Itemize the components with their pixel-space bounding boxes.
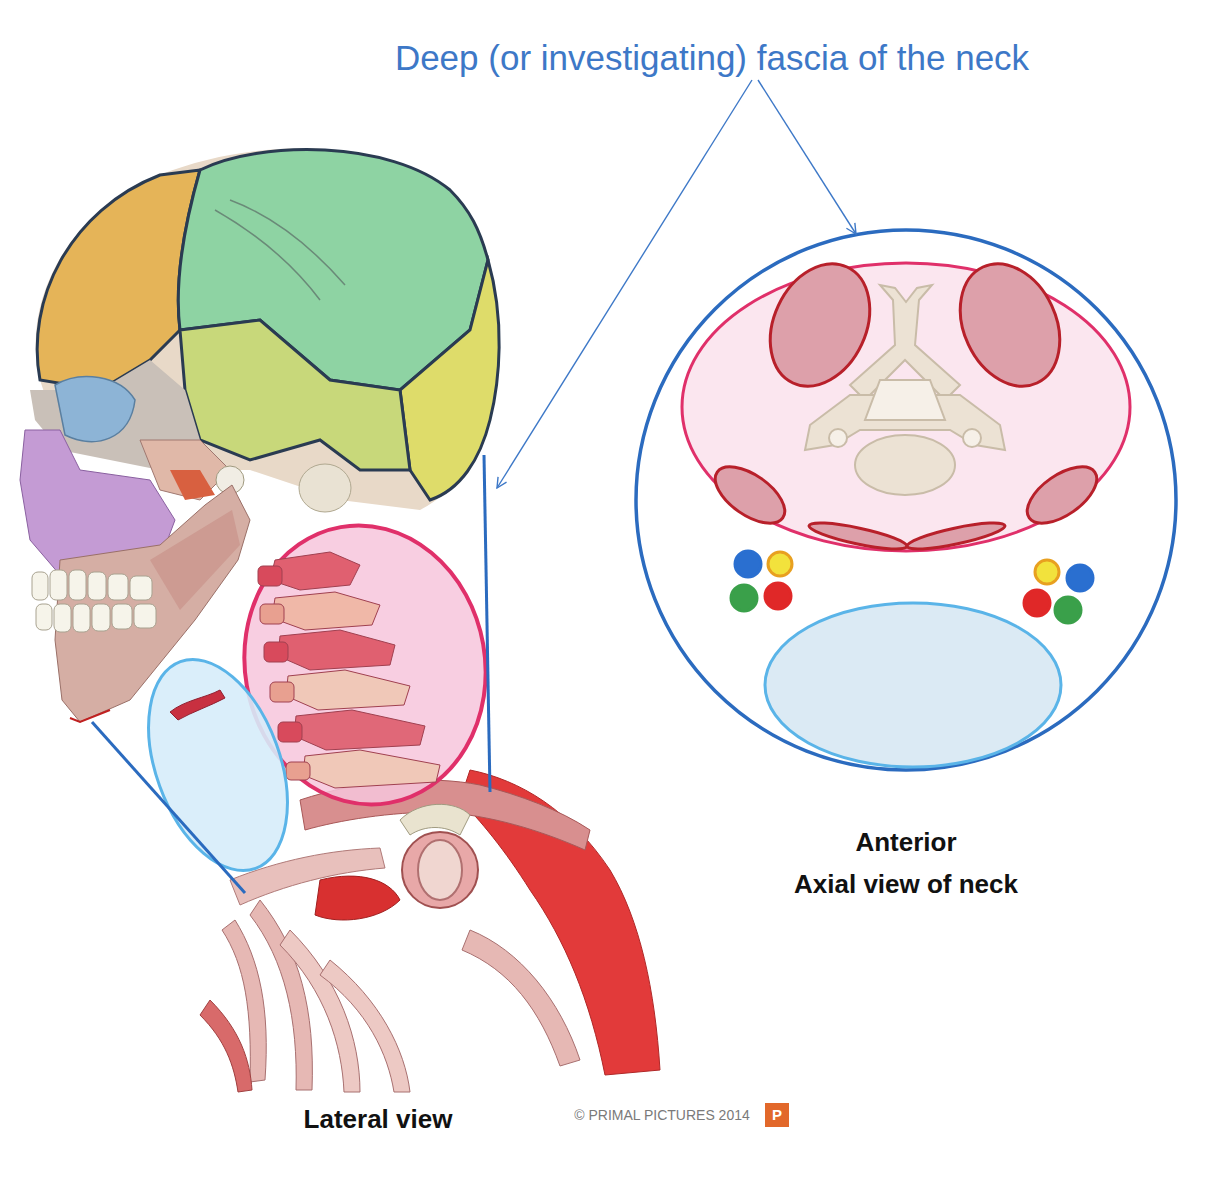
investing-fascia-lines-part	[92, 722, 245, 893]
neck-muscles-part	[941, 248, 1078, 403]
skull-part	[150, 510, 240, 610]
visceral-fascia-region-part	[122, 640, 314, 889]
skull-part	[140, 440, 230, 500]
thorax-shoulder-part	[418, 840, 462, 900]
figure-title: Deep (or investigating) fascia of the ne…	[395, 38, 1029, 78]
skull-part	[37, 170, 200, 390]
leader-arrows	[497, 80, 856, 488]
cervical-vertebrae-part	[278, 630, 395, 670]
investing-fascia-lines-part	[484, 455, 490, 792]
visceral-fascia-region	[122, 640, 314, 889]
neurovascular-bundles-part	[1055, 597, 1081, 623]
publisher-logo	[765, 1103, 789, 1127]
neck-muscles-part	[706, 456, 794, 535]
teeth	[32, 570, 156, 632]
cervical-vertebrae-part	[303, 750, 440, 788]
cervical-vertebrae-part	[270, 552, 360, 590]
cervical-vertebra-part	[865, 380, 945, 420]
neurovascular-bundles-part	[1067, 565, 1093, 591]
axial-neck-section-part	[682, 263, 1130, 551]
teeth-part	[134, 604, 156, 628]
skull-part	[70, 710, 110, 722]
leader-arrows-part	[758, 80, 856, 234]
neurovascular-bundles-part	[765, 583, 791, 609]
logo-letter: P	[772, 1106, 782, 1123]
thorax-shoulder-part	[320, 960, 410, 1092]
cervical-vertebrae-part	[272, 592, 380, 630]
cervical-vertebrae-part	[264, 642, 288, 662]
thorax-shoulder-part	[280, 930, 360, 1092]
skull-part	[180, 320, 410, 470]
thorax-shoulder-part	[462, 930, 580, 1066]
investing-fascia-lines	[92, 455, 490, 893]
neck-muscles	[706, 248, 1106, 555]
cervical-vertebrae-part	[294, 710, 425, 750]
neck-muscles-part	[807, 518, 908, 554]
skull-part	[55, 377, 135, 442]
cervical-vertebrae-part	[270, 682, 294, 702]
neck-muscles-part	[905, 518, 1006, 554]
teeth-part	[36, 604, 52, 630]
neurovascular-bundles-part	[1035, 560, 1059, 584]
cervical-vertebra-part	[963, 429, 981, 447]
skull-part	[215, 210, 320, 300]
teeth-part	[108, 574, 128, 600]
teeth-part	[54, 604, 71, 632]
teeth-part	[32, 572, 48, 600]
teeth-part	[130, 576, 152, 600]
teeth-part	[88, 572, 106, 600]
thorax-shoulder-part	[400, 804, 470, 835]
axial-neck-section	[636, 230, 1176, 770]
teeth-part	[69, 570, 86, 600]
neck-muscles-part	[1018, 456, 1106, 535]
cervical-vertebrae-part	[278, 722, 302, 742]
publisher-logo-part	[765, 1103, 789, 1127]
cervical-vertebrae-part	[286, 762, 310, 780]
neurovascular-bundles-part	[1024, 590, 1050, 616]
thorax-shoulder-part	[402, 832, 478, 908]
teeth-part	[73, 604, 90, 632]
cervical-vertebra	[805, 285, 1005, 495]
neurovascular-bundles-part	[768, 552, 792, 576]
view-label: Lateral view	[304, 1105, 453, 1135]
skull-part	[299, 464, 351, 512]
teeth-part	[92, 604, 110, 631]
cervical-vertebrae-part	[258, 566, 282, 586]
cervical-vertebra-part	[829, 429, 847, 447]
cervical-vertebrae-part	[260, 604, 284, 624]
thorax-shoulder-part	[315, 876, 400, 920]
leader-arrows-part	[497, 80, 752, 488]
skull-part	[230, 200, 345, 285]
neurovascular-bundles-part	[735, 551, 761, 577]
teeth-part	[112, 604, 132, 629]
cervical-vertebrae-part	[286, 670, 410, 710]
view-label: Axial view of neck	[794, 870, 1018, 900]
visceral-compartment-part	[765, 603, 1061, 767]
thorax-shoulder-part	[250, 900, 312, 1090]
thorax-shoulder-part	[200, 1000, 252, 1092]
visceral-compartment	[765, 603, 1061, 767]
teeth-part	[50, 570, 67, 600]
skull-part	[170, 470, 215, 500]
view-orientation: Anterior	[855, 828, 956, 858]
cervical-vertebrae	[258, 552, 440, 788]
cervical-vertebra-part	[855, 435, 955, 495]
copyright-watermark: © PRIMAL PICTURES 2014	[574, 1107, 750, 1123]
neurovascular-bundles-part	[731, 585, 757, 611]
axial-neck-section-part	[636, 230, 1176, 770]
visceral-fascia-region-part	[170, 690, 225, 720]
